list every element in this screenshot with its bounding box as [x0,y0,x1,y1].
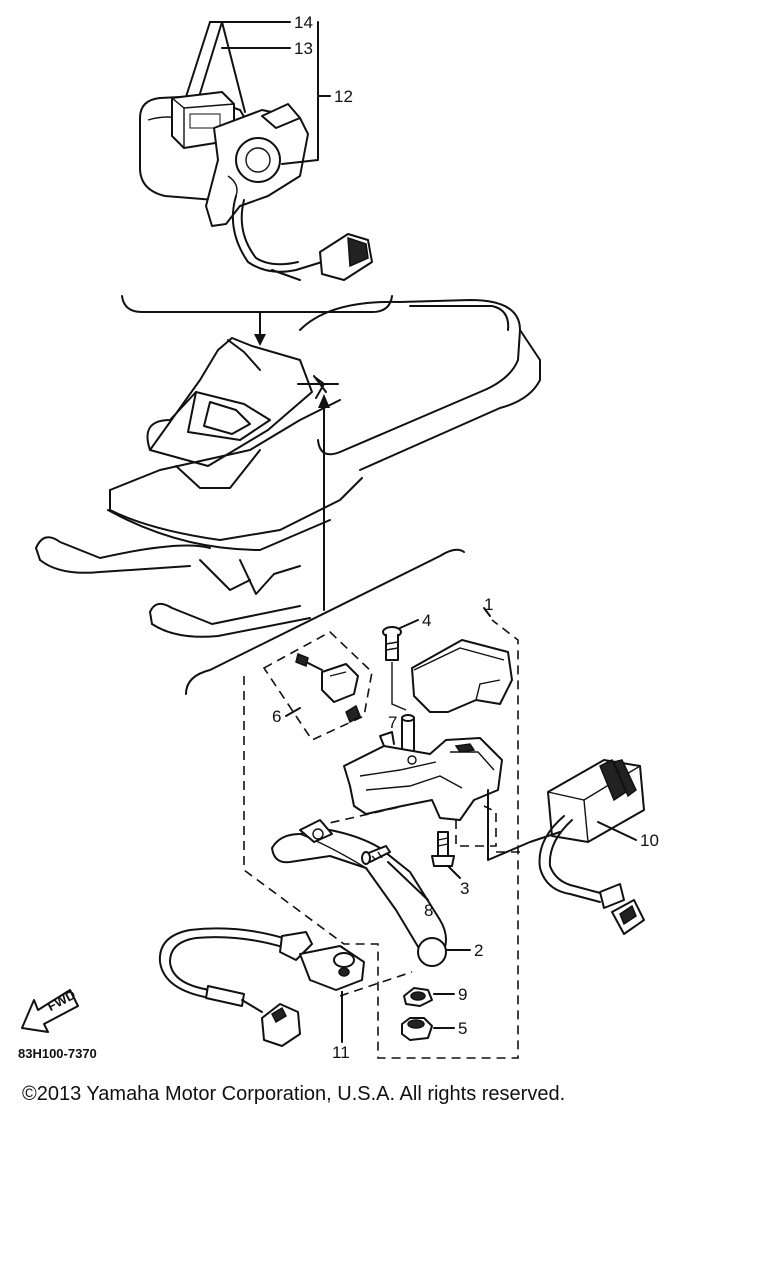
relay-10 [538,758,645,935]
callout-bracket-12-14 [209,21,331,165]
diagram-code: 83H100-7370 [18,1046,97,1061]
bolt-4 [382,626,407,711]
callout-6: 6 [272,707,281,726]
nut-5 [401,1017,433,1041]
screw-8 [361,845,391,865]
nut-9 [403,987,433,1007]
forward-arrow-icon: FWD [21,987,79,1033]
callout-12: 12 [334,87,353,106]
lever-cover [411,639,513,713]
callout-1: 1 [484,595,493,614]
divider-bracket-top [121,295,393,313]
callout-14: 14 [294,13,313,32]
lever-bracket [343,737,503,821]
callout-13: 13 [294,39,313,58]
brake-switch-11 [158,927,365,1047]
callout-5: 5 [458,1019,467,1038]
copyright-notice: ©2013 Yamaha Motor Corporation, U.S.A. A… [22,1083,566,1105]
callout-9: 9 [458,985,467,1004]
assembly-1-boundary [243,619,519,1059]
callout-11: 11 [332,1043,350,1062]
part-6-group [262,631,373,742]
top-relay-assembly [139,21,373,281]
parts-diagram: 14 13 12 [18,13,659,1062]
callout-2: 2 [474,941,483,960]
callout-3: 3 [460,879,469,898]
part-6-switch [295,652,361,724]
divider-line-middle [185,548,465,695]
callout-7: 7 [388,713,397,732]
callout-4: 4 [422,611,431,630]
bolt-3 [431,831,455,867]
callout-8: 8 [424,901,433,920]
callout-10: 10 [640,831,659,850]
snowmobile-outline [35,299,541,638]
